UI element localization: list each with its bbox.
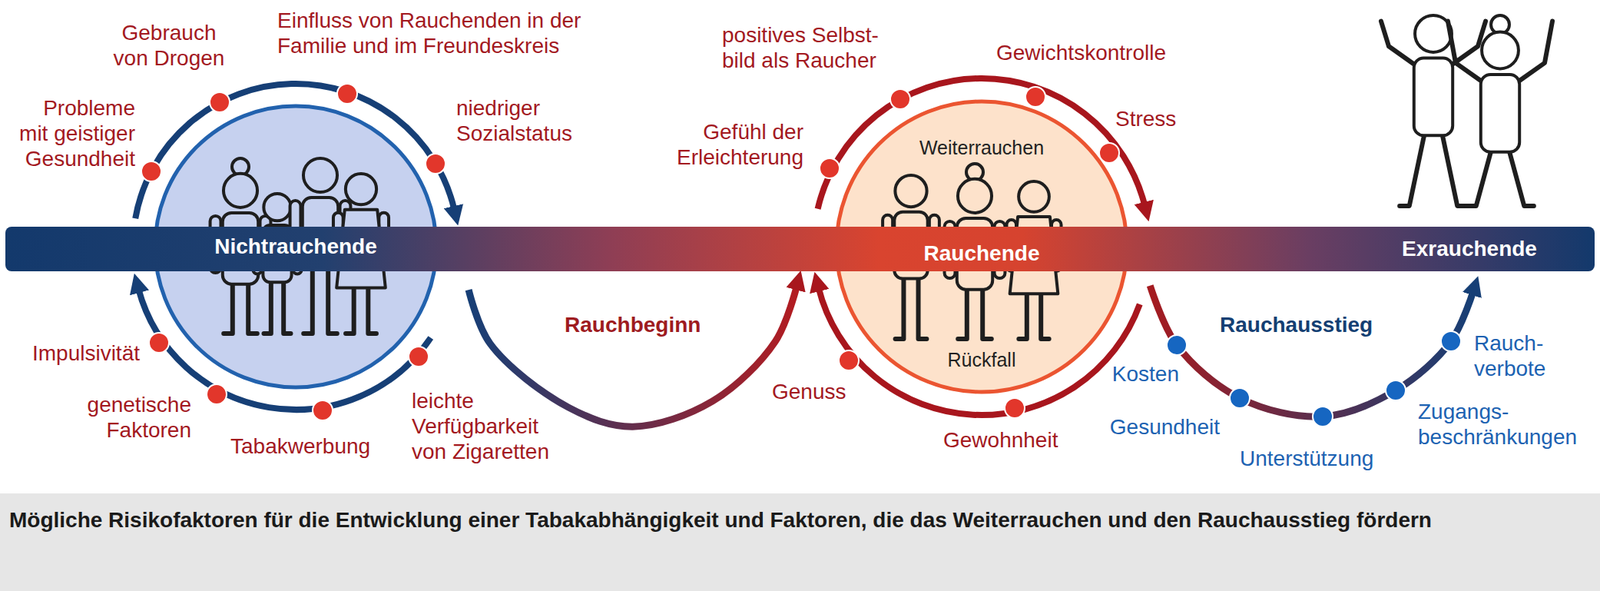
state-sublabel: Weiterrauchen — [919, 136, 1044, 160]
factor-label: Genuss — [771, 378, 857, 405]
factor-label-box: Gebrauch von Drogen — [107, 19, 231, 71]
person-icon — [252, 193, 302, 334]
factor-label-box: Einfluss von Rauchenden in der Familie u… — [277, 7, 654, 59]
factor-label-box: Tabakwerbung — [230, 433, 400, 459]
factor-dot — [408, 346, 429, 367]
ex-smoker-icon — [1381, 15, 1553, 206]
factor-label-box: Gefühl der Erleichterung — [649, 119, 804, 170]
factor-label-box: Stress — [1115, 106, 1200, 132]
factor-label-box: leichte Verfügbarkeit von Zigaretten — [411, 387, 570, 464]
factor-label: Gewohnheit — [943, 427, 1090, 453]
edge-label-box: Rauchausstieg — [1219, 312, 1373, 338]
factor-label: Kosten — [1094, 361, 1180, 387]
factor-label: niedriger Sozialstatus — [456, 95, 603, 146]
factor-label: Gewichtskontrolle — [996, 39, 1204, 66]
factor-label: Probleme mit geistiger Gesundheit — [12, 95, 136, 172]
factor-dot — [819, 158, 840, 179]
factor-dot — [1099, 142, 1120, 163]
factor-label-box: niedriger Sozialstatus — [456, 95, 603, 146]
person-icon — [1447, 15, 1553, 206]
status-band — [5, 226, 1595, 272]
factor-label-box: Gewichtskontrolle — [996, 39, 1204, 66]
factor-label: Zugangs- beschränkungen — [1417, 398, 1595, 450]
edge-label: Rauchausstieg — [1219, 312, 1373, 338]
factor-label-box: Kosten — [1094, 361, 1180, 387]
factor-label-box: Gesundheit — [1096, 414, 1220, 440]
factor-label-box: Gewohnheit — [943, 427, 1090, 453]
factor-label: positives Selbst- bild als Raucher — [722, 22, 907, 73]
person-icon — [1381, 15, 1486, 206]
state-label: Nichtrauchende — [214, 234, 378, 259]
caption-box: Mögliche Risikofaktoren für die Entwickl… — [9, 506, 1584, 534]
factor-label: Rauch- verbote — [1474, 330, 1582, 381]
factor-dot — [209, 92, 230, 113]
state-sublabel: Rückfall — [947, 348, 1017, 372]
factor-label: Gefühl der Erleichterung — [649, 119, 804, 170]
factor-dot — [890, 89, 911, 110]
factor-dot — [149, 332, 169, 353]
factor-label-box: Impulsivität — [9, 340, 140, 366]
factor-label-box: Zugangs- beschränkungen — [1417, 398, 1595, 450]
factor-label-box: positives Selbst- bild als Raucher — [722, 22, 907, 73]
factor-label: Impulsivität — [9, 340, 140, 366]
people-icon — [882, 163, 1061, 339]
factor-label-box: Rauch- verbote — [1474, 330, 1582, 381]
factor-label: Gebrauch von Drogen — [107, 19, 231, 71]
factor-dot — [1166, 334, 1187, 355]
transition-arrow — [1149, 285, 1474, 418]
factor-label: Unterstützung — [1239, 445, 1409, 471]
factor-label: Gesundheit — [1096, 414, 1220, 440]
factor-dot — [1312, 406, 1333, 427]
people-icon — [210, 158, 389, 334]
factor-label: genetische Faktoren — [72, 391, 192, 443]
factor-dot — [206, 384, 227, 405]
transition-arrow — [468, 285, 797, 427]
factor-dot — [1229, 387, 1250, 408]
caption-band — [0, 493, 1600, 591]
factor-dot — [1385, 380, 1406, 401]
factor-dot — [1440, 331, 1461, 352]
circle-outline — [836, 101, 1127, 392]
factor-dot — [838, 350, 859, 371]
factor-label: leichte Verfügbarkeit von Zigaretten — [411, 387, 570, 464]
factor-label-box: Unterstützung — [1239, 445, 1409, 471]
factor-label: Tabakwerbung — [230, 433, 400, 459]
factor-dot — [425, 153, 446, 174]
factor-dot — [337, 83, 358, 104]
factor-dot — [141, 161, 162, 182]
factor-label: Einfluss von Rauchenden in der Familie u… — [277, 7, 654, 59]
factor-dot — [312, 400, 333, 421]
state-label: Exrauchende — [1401, 236, 1538, 262]
factor-label-box: Genuss — [771, 378, 857, 405]
factor-label: Stress — [1115, 106, 1200, 132]
factor-dot — [1025, 86, 1046, 107]
figure-caption: Mögliche Risikofaktoren für die Entwickl… — [9, 506, 1584, 534]
factor-dot — [1004, 397, 1025, 418]
state-label: Rauchende — [924, 241, 1041, 266]
circle-outline — [155, 106, 437, 388]
factor-label-box: genetische Faktoren — [72, 391, 192, 443]
edge-label: Rauchbeginn — [564, 312, 701, 338]
factor-label-box: Probleme mit geistiger Gesundheit — [12, 95, 136, 172]
edge-label-box: Rauchbeginn — [564, 312, 701, 338]
